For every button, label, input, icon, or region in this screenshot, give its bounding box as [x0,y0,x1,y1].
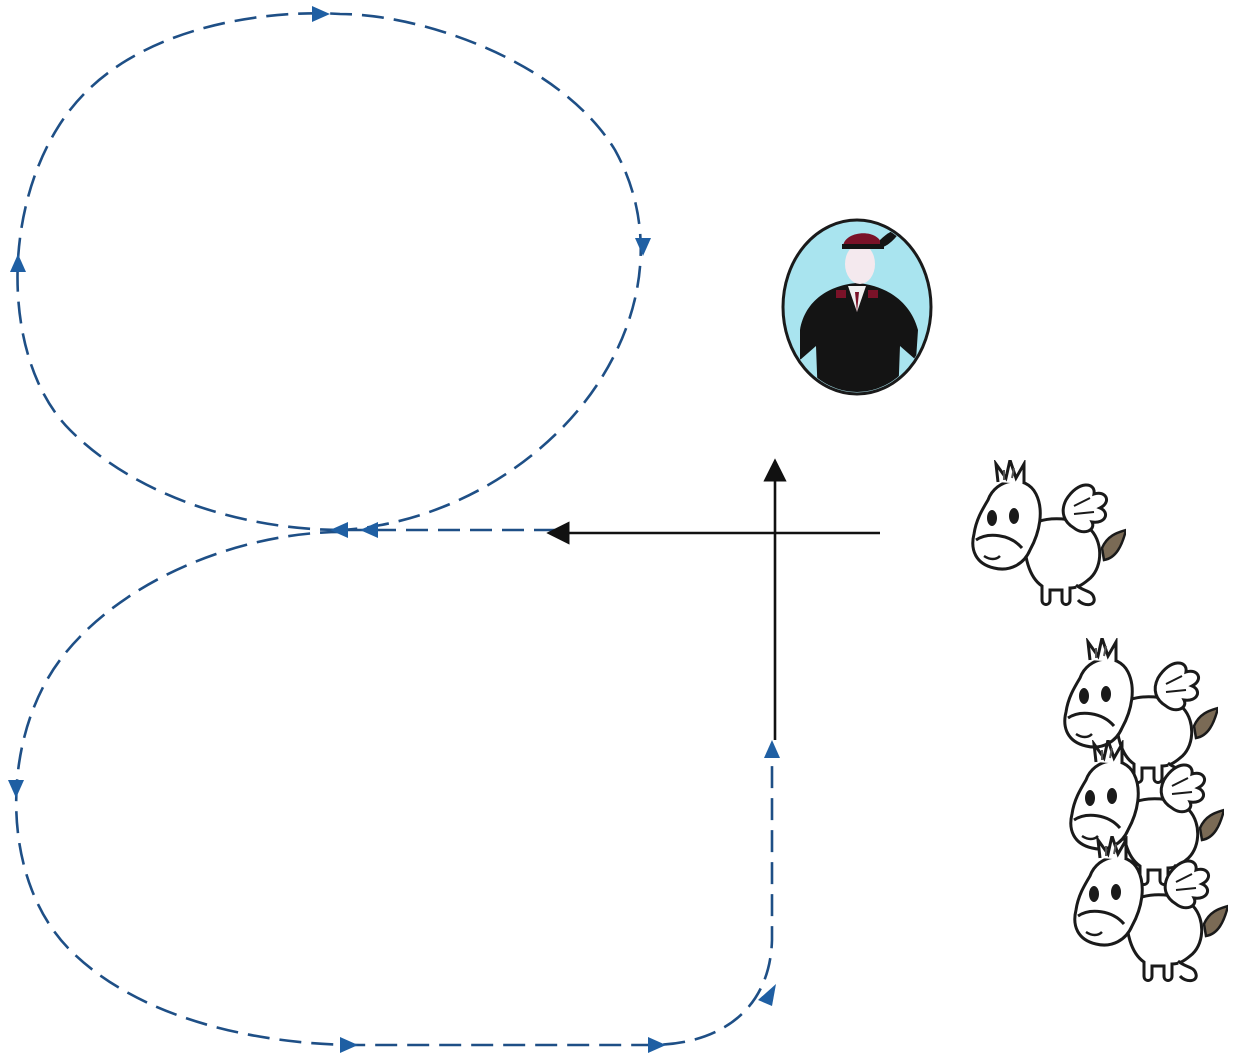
route-arrow-right-down [635,238,651,256]
route-arrow-top [312,6,330,22]
horse-group [973,460,1228,981]
winged-horse-icon [1065,638,1218,783]
route-arrow-bottom-1 [340,1037,358,1053]
solid-arrows [558,470,880,740]
route-arrow-mid-1 [330,522,348,538]
route-arrow-bottom-2 [648,1037,666,1053]
route-arrow-up [764,740,780,758]
official-portrait-icon [783,220,931,400]
route-arrow-curve [758,984,776,1006]
route-arrow-left-up [10,254,26,272]
lower-loop-path [16,532,772,1045]
route-arrow-left-down [8,780,24,798]
route-arrow-mid-2 [360,522,378,538]
upper-loop-path [18,13,641,530]
winged-horse-icon [973,460,1126,605]
dashed-route [8,6,780,1053]
